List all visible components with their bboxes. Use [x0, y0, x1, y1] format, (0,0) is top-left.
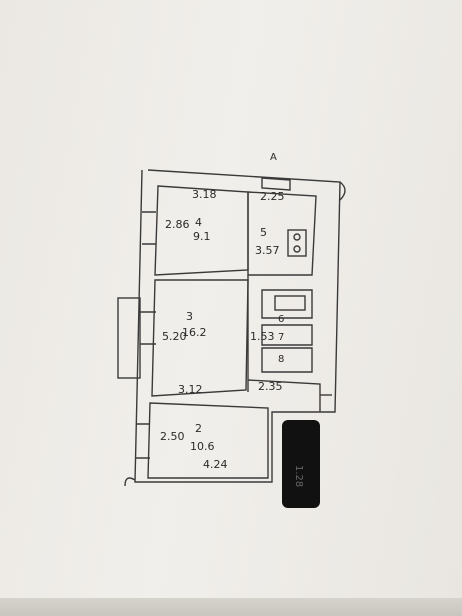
window-room-3	[140, 311, 156, 345]
stove-burner-icon	[293, 233, 301, 241]
door-swing-icon	[124, 477, 136, 487]
room-3-width: 3.12	[178, 383, 203, 396]
stove-icon	[287, 229, 307, 257]
redaction-block	[282, 420, 320, 508]
room-5-width: 2.25	[260, 190, 285, 203]
room-2-area: 10.6	[190, 440, 215, 453]
room-5-length: 3.57	[255, 244, 280, 257]
room-2-length: 2.50	[160, 430, 185, 443]
window-room-4	[142, 211, 156, 245]
room-2-outline	[147, 402, 269, 479]
corridor-width: 1.53	[250, 330, 275, 343]
room-5-outline	[247, 191, 317, 276]
room-4-number: 4	[195, 216, 202, 229]
stove-burner-icon	[293, 245, 301, 253]
room-2-number: 2	[195, 422, 202, 435]
window-room-2	[136, 423, 150, 459]
room-3-outline	[151, 279, 249, 397]
room-3-area: 16.2	[182, 326, 207, 339]
room-8-number: 8	[278, 354, 284, 365]
room-4-width: 3.18	[192, 188, 217, 201]
room-5-number: 5	[260, 226, 267, 239]
window-top	[261, 177, 291, 191]
paper-fold-edge	[0, 598, 462, 616]
bathtub-icon	[274, 295, 306, 311]
room-6-number: 6	[278, 314, 284, 325]
room-3-number: 3	[186, 310, 193, 323]
room-7-number: 7	[278, 332, 284, 343]
room-6-outline	[261, 289, 313, 319]
room-3-length: 5.20	[162, 330, 187, 343]
page-mark: A	[270, 152, 277, 163]
room-8-outline	[261, 347, 313, 373]
room-2-width: 4.24	[203, 458, 228, 471]
room-4-area: 9.1	[193, 230, 211, 243]
balcony	[117, 297, 141, 379]
hall-wall	[247, 379, 321, 412]
room-7-outline	[261, 324, 313, 346]
door-swing-icon	[339, 181, 346, 201]
room-4-length: 2.86	[165, 218, 190, 231]
redacted-label: 1.28	[293, 465, 304, 487]
hall-width: 2.35	[258, 380, 283, 393]
